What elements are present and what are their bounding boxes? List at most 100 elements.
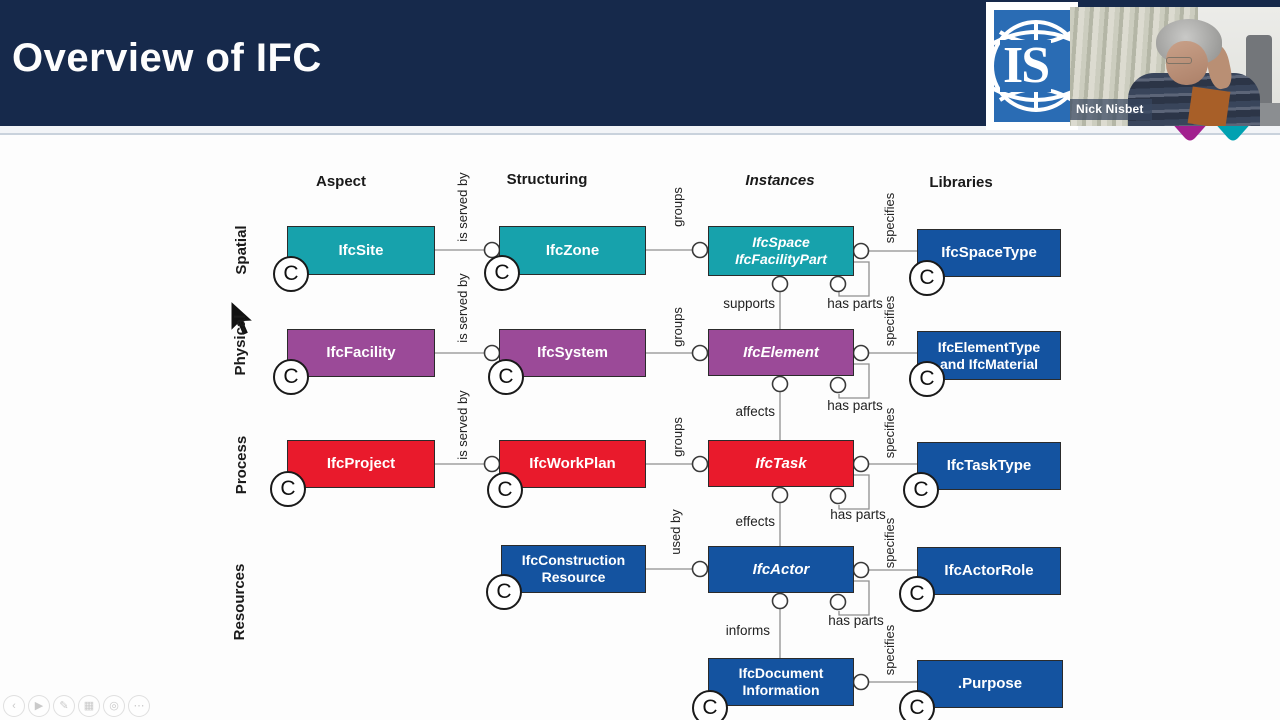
node-label: IfcActor [752,560,810,578]
node-ifcfacility: IfcFacility [287,329,435,377]
node-label: IfcSite [338,241,384,259]
node-label: IfcTaskType [946,457,1032,474]
class-marker: C [273,256,309,292]
ellipsis-icon: ⋯ [133,699,145,712]
show-all-slides-button[interactable]: ▦ [78,695,100,717]
class-marker: C [486,574,522,610]
class-marker: C [903,472,939,508]
magnifier-icon: ◎ [109,699,119,712]
pen-button[interactable]: ✎ [53,695,75,717]
node-ifcworkplan: IfcWorkPlan [499,440,646,488]
class-marker: C [909,260,945,296]
edge-label-groups: groups [670,187,685,227]
node-ifcsystem: IfcSystem [499,329,646,377]
node-label: IfcConstruction [521,552,626,569]
node-label: IfcFacility [326,344,396,361]
node-label: IfcSpaceType [941,244,1037,261]
previous-slide-button[interactable]: ‹ [3,695,25,717]
column-header-libraries: Libraries [929,174,993,191]
node-label: IfcWorkPlan [529,455,616,472]
play-icon: ▶ [34,699,44,712]
iso-logo: IS [986,2,1078,130]
edge-label-has-parts: has parts [830,507,886,522]
webcam-video-tile[interactable]: Nick Nisbet [1070,7,1280,126]
node-label: IfcElementType [937,338,1041,355]
edge-label-supports: supports [723,296,775,311]
node-label: IfcFacilityPart [735,251,827,267]
node-label: .Purpose [957,675,1023,692]
iso-logo-square: IS [994,10,1070,122]
presenter-controls: ‹ ▶ ✎ ▦ ◎ ⋯ [3,695,150,717]
node-label: Resource [541,569,606,585]
glasses [1166,57,1192,64]
class-marker: C [487,472,523,508]
edge-label-has-parts: has parts [827,398,883,413]
column-header-structuring: Structuring [506,171,588,188]
node-label: IfcDocument [738,665,824,682]
edge-label-informs: informs [725,623,770,638]
edge-label-specifies: specifies [882,192,897,244]
column-header-aspect: Aspect [315,173,367,190]
node-ifcspace: IfcSpace IfcFacilityPart [708,226,854,276]
class-marker: C [270,471,306,507]
frames-icon: ▦ [83,699,95,712]
edge-label-effects: effects [735,514,775,529]
node-purpose: .Purpose [917,660,1063,708]
node-label: IfcActorRole [944,562,1034,579]
edge-label-is-served-by: is served by [455,273,470,343]
class-marker: C [273,359,309,395]
participant-name-label: Nick Nisbet [1070,99,1152,120]
node-label: IfcTask [755,454,807,472]
pen-icon: ✎ [59,699,69,712]
node-ifcelement: IfcElement [708,329,854,376]
play-button[interactable]: ▶ [28,695,50,717]
node-ifcconstructionresource: IfcConstruction Resource [501,545,646,593]
class-marker: C [899,690,935,720]
zoom-button[interactable]: ◎ [103,695,125,717]
mouse-cursor [230,299,255,337]
more-options-button[interactable]: ⋯ [128,695,150,717]
row-header-spatial: Spatial [233,225,250,275]
row-header-resources: Resources [231,563,248,641]
class-marker: C [899,576,935,612]
edge-label-groups: groups [670,307,685,347]
node-ifctask: IfcTask [708,440,854,487]
node-ifcsite: IfcSite [287,226,435,275]
node-ifczone: IfcZone [499,226,646,275]
edge-label-affects: affects [735,404,775,419]
edge-label-is-served-by: is served by [455,390,470,460]
header-divider [0,126,1280,135]
node-ifcactorrole: IfcActorRole [917,547,1061,595]
edge-label-specifies: specifies [882,295,897,347]
node-label: IfcSpace [752,234,810,251]
class-marker: C [909,361,945,397]
edge-label-has-parts: has parts [827,296,883,311]
node-label: IfcSystem [537,344,608,361]
class-marker: C [484,255,520,291]
node-ifcactor: IfcActor [708,546,854,593]
node-ifcdocumentinformation: IfcDocument Information [708,658,854,706]
edge-label-has-parts: has parts [828,613,884,628]
row-header-process: Process [233,435,250,495]
page-title: Overview of IFC [12,36,322,80]
node-label: and IfcMaterial [939,355,1039,372]
edge-label-used-by: used by [668,509,683,555]
previous-icon: ‹ [12,699,16,712]
node-label: IfcProject [326,455,396,472]
row-header-physical: Physical [232,314,249,376]
class-marker: C [692,690,728,720]
chair-base [1256,103,1280,126]
sweater-orange-sleeve [1187,86,1231,126]
node-ifcproject: IfcProject [287,440,435,488]
edge-label-is-served-by: is served by [455,172,470,242]
edge-label-groups: groups [670,417,685,457]
iso-logo-text: IS [1000,40,1052,92]
node-label: Information [742,682,820,698]
node-ifctasktype: IfcTaskType [917,442,1061,490]
node-label: IfcZone [545,241,600,259]
class-marker: C [488,359,524,395]
globe-icon [994,20,1070,112]
node-label: IfcElement [743,343,819,361]
